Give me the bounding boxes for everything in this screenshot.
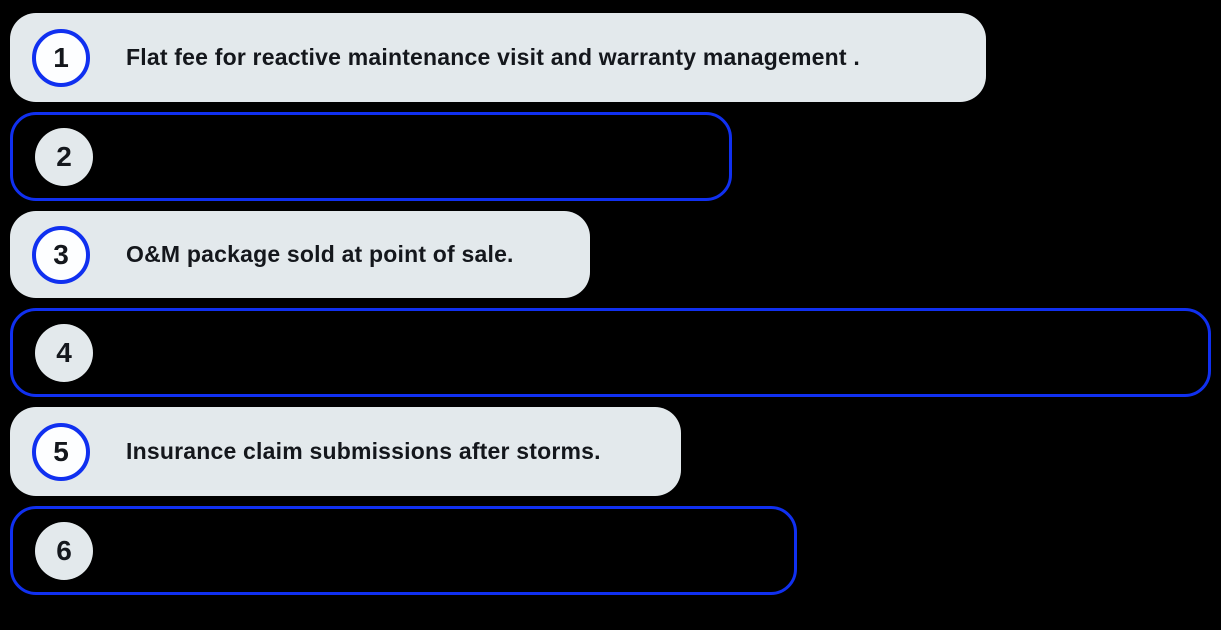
step-number: 6 xyxy=(56,534,72,566)
step-number-badge-2: 2 xyxy=(35,127,93,186)
step-number-badge-5: 5 xyxy=(32,422,90,481)
step-label-1: Flat fee for reactive maintenance visit … xyxy=(126,44,860,70)
step-number-badge-3: 3 xyxy=(32,225,90,284)
step-item-2: 2 xyxy=(10,112,732,201)
step-item-5: 5 Insurance claim submissions after stor… xyxy=(10,407,681,496)
step-number-badge-1: 1 xyxy=(32,28,90,87)
step-number: 4 xyxy=(56,336,72,368)
steps-list: 1 Flat fee for reactive maintenance visi… xyxy=(10,13,1211,595)
step-number: 5 xyxy=(53,435,69,467)
step-number: 2 xyxy=(56,140,72,172)
step-number-badge-4: 4 xyxy=(35,323,93,382)
step-item-6: 6 xyxy=(10,506,797,595)
step-item-3: 3 O&M package sold at point of sale. xyxy=(10,211,590,298)
step-item-4: 4 xyxy=(10,308,1211,397)
step-item-1: 1 Flat fee for reactive maintenance visi… xyxy=(10,13,986,102)
step-label-5: Insurance claim submissions after storms… xyxy=(126,438,601,464)
step-label-3: O&M package sold at point of sale. xyxy=(126,241,514,267)
step-number: 3 xyxy=(53,238,69,270)
step-number-badge-6: 6 xyxy=(35,521,93,580)
step-number: 1 xyxy=(53,41,69,73)
